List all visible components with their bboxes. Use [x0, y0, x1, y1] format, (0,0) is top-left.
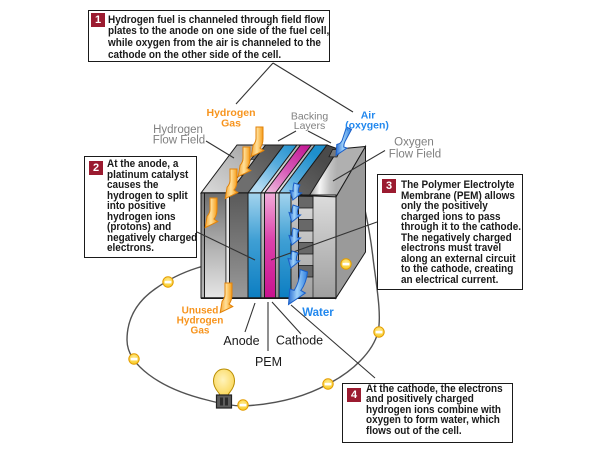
svg-text:Air: Air [361, 110, 376, 122]
svg-text:Hydrogen: Hydrogen [153, 124, 203, 136]
svg-text:Flow Field: Flow Field [153, 135, 205, 147]
svg-text:Backing: Backing [291, 111, 329, 123]
svg-text:Water: Water [302, 307, 334, 319]
svg-text:Flow Field: Flow Field [389, 149, 441, 161]
svg-text:Oxygen: Oxygen [394, 137, 434, 149]
svg-text:Hydrogen: Hydrogen [177, 316, 224, 327]
svg-text:Unused: Unused [182, 306, 219, 317]
svg-text:(oxygen): (oxygen) [345, 120, 389, 132]
svg-text:Gas: Gas [191, 326, 210, 337]
svg-text:Anode: Anode [223, 334, 259, 348]
svg-text:PEM: PEM [255, 355, 282, 369]
svg-text:Gas: Gas [221, 118, 241, 130]
svg-text:Layers: Layers [294, 120, 326, 132]
svg-text:Cathode: Cathode [276, 334, 323, 348]
svg-text:Hydrogen: Hydrogen [206, 107, 255, 119]
